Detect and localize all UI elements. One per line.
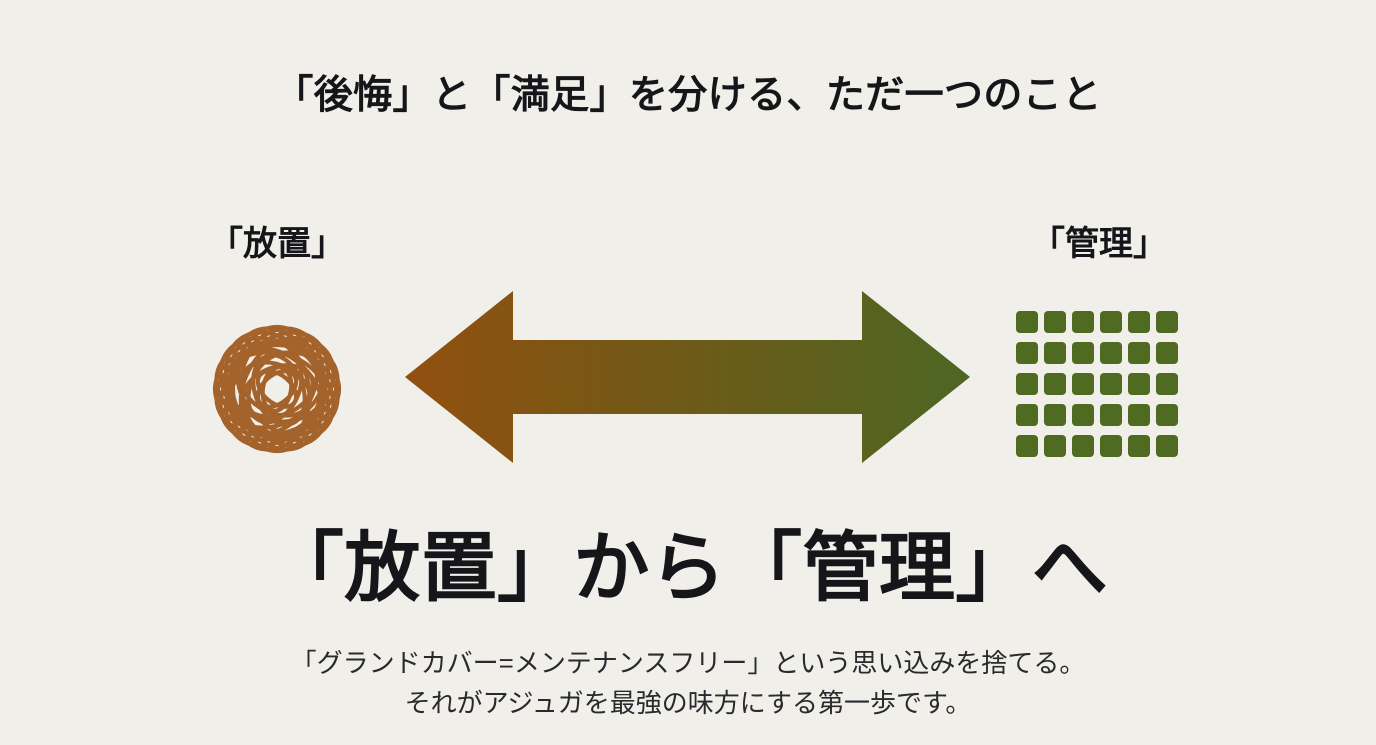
- ordered-grid-icon: [1016, 311, 1182, 459]
- grid-cell: [1100, 311, 1122, 333]
- grid-cell: [1128, 311, 1150, 333]
- grid-cell: [1128, 373, 1150, 395]
- grid-cell: [1044, 373, 1066, 395]
- grid-cell: [1100, 404, 1122, 426]
- grid-cell: [1016, 342, 1038, 364]
- grid-cell: [1072, 373, 1094, 395]
- grid-cell: [1156, 435, 1178, 457]
- grid-cell: [1156, 404, 1178, 426]
- grid-cell: [1128, 435, 1150, 457]
- subtitle-line-1: 「グランドカバー=メンテナンスフリー」という思い込みを捨てる。: [290, 648, 1086, 678]
- double-headed-arrow-icon: [400, 285, 975, 470]
- grid-cell: [1072, 311, 1094, 333]
- main-title: 「放置」から「管理」へ: [267, 527, 1109, 611]
- grid-cell: [1100, 373, 1122, 395]
- grid-cell: [1128, 342, 1150, 364]
- grid-cell: [1044, 404, 1066, 426]
- grid-cell: [1016, 435, 1038, 457]
- grid-cell: [1044, 342, 1066, 364]
- right-side-label: 「管理」: [1031, 226, 1167, 263]
- comparison-diagram: 「放置」 「管理」: [0, 225, 1376, 490]
- grid-cell: [1100, 342, 1122, 364]
- tangled-scribble-icon: [190, 307, 365, 472]
- subtitle-line-2: それがアジュガを最強の味方にする第一歩です。: [404, 688, 972, 718]
- grid-cell: [1156, 373, 1178, 395]
- grid-cell: [1016, 311, 1038, 333]
- grid-cell: [1044, 311, 1066, 333]
- eyebrow-headline: 「後悔」と「満足」を分ける、ただ一つのこと: [274, 74, 1102, 117]
- grid-cell: [1156, 342, 1178, 364]
- grid-cell: [1044, 435, 1066, 457]
- grid-cell: [1100, 435, 1122, 457]
- grid-cell: [1072, 435, 1094, 457]
- grid-cell: [1072, 342, 1094, 364]
- grid-cell: [1016, 373, 1038, 395]
- left-side-label: 「放置」: [209, 226, 345, 263]
- grid-cell: [1072, 404, 1094, 426]
- grid-cell: [1016, 404, 1038, 426]
- grid-cell: [1128, 404, 1150, 426]
- grid-cell: [1156, 311, 1178, 333]
